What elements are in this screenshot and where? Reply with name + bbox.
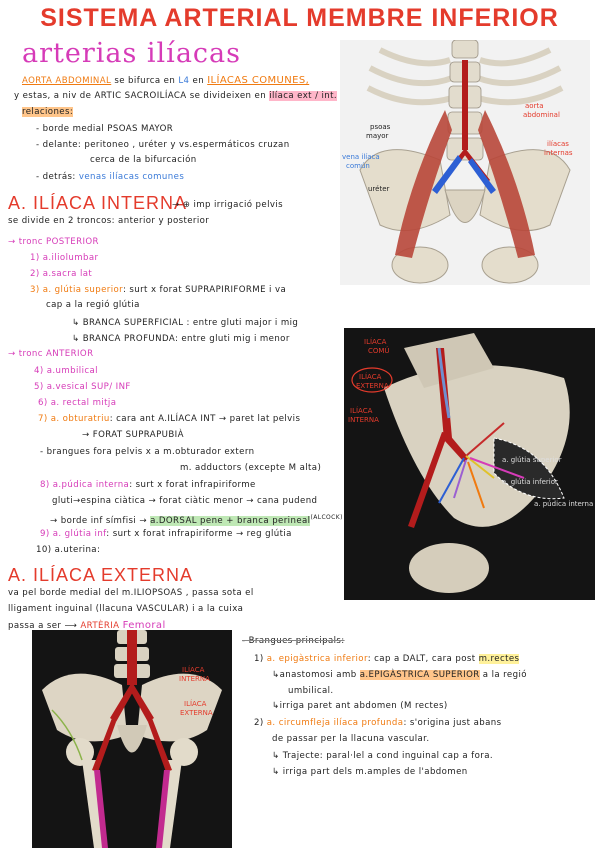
label-iliacas-1: ilíacas — [547, 140, 569, 148]
iliac-line-2: y estas, a niv de ARTIC SACROILÍACA se d… — [14, 91, 338, 101]
externa-line-1: va pel borde medial del m.ILIOPSOAS , pa… — [8, 588, 254, 598]
branch-4: 4) a.umbilical — [34, 366, 98, 376]
branch-2: 2) a.sacra lat — [30, 269, 93, 279]
branch-8d: → borde inf símfisi → a.DORSAL pene + br… — [50, 514, 343, 526]
branch-9: 9) a. glútia inf: surt x forat infrapiri… — [40, 529, 292, 539]
image-psoas-pelvis: psoas mayor aorta abdominal vena ilíaca … — [340, 40, 590, 285]
branch-7: 7) a. obturatriu: cara ant A.ILÍACA INT … — [38, 414, 301, 424]
ext-branch-2e: ↳ Trajecte: paral·lel a cond inguinal ca… — [272, 751, 493, 761]
label-int-1: ILÍACA — [350, 407, 373, 415]
label-int-2: INTERNA — [348, 416, 379, 424]
lateral-pelvis-illustration — [351, 333, 570, 593]
label-pudica: a. púdica interna — [534, 500, 594, 508]
label-int-b: INTERNA — [179, 675, 210, 683]
ext-branch-1g: ↳irriga paret ant abdomen (M rectes) — [272, 701, 448, 711]
iliac-line-1: AORTA ABDOMINAL se bifurca en L4 en ILÍA… — [22, 75, 310, 86]
label-abdominal: abdominal — [523, 111, 560, 119]
branch-7c: → FORAT SUPRAPUBIÀ — [82, 430, 184, 440]
branch-10: 10) a.uterina: — [36, 545, 101, 555]
label-ext-2: EXTERNA — [356, 382, 389, 390]
branch-8c: gluti→espina ciàtica → forat ciàtic meno… — [52, 496, 318, 506]
label-vena-2: común — [346, 162, 370, 170]
image-anterior-pelvis: ILÍACA INTERNA ILÍACA EXTERNA — [32, 630, 232, 848]
branch-3: 3) a. glútia superior: surt x forat SUPR… — [30, 285, 287, 295]
relation-2b: cerca de la bifurcación — [90, 155, 197, 165]
section-heading-iliac: arterias ilíacas — [22, 38, 241, 69]
tronc-posterior: → tronc POSTERIOR — [8, 237, 99, 247]
relation-2: - delante: peritoneo , uréter y vs.esper… — [36, 140, 290, 150]
ext-branch-2f: ↳ irriga part dels m.amples de l'abdomen — [272, 767, 468, 777]
branch-8: 8) a.púdica interna: surt x forat infrap… — [40, 480, 256, 490]
relation-1: - borde medial PSOAS MAYOR — [36, 124, 174, 134]
label-glutia-inf: a. glútia inferior — [502, 478, 558, 486]
label-ureter: uréter — [368, 185, 390, 193]
branch-7d: - brangues fora pelvis x a m.obturador e… — [40, 447, 255, 457]
externa-line-3: passa a ser ⟶ ARTÈRIA Femoral — [8, 620, 166, 631]
anterior-pelvis-illustration — [42, 630, 222, 848]
label-aorta: aorta — [525, 102, 544, 110]
relations-label: relaciones: — [22, 107, 74, 117]
pelvis-illustration — [359, 40, 571, 284]
label-glutia-sup: a. glútia superior — [502, 456, 562, 464]
label-mayor: mayor — [366, 132, 389, 140]
label-vena-1: vena ilíaca — [342, 153, 380, 161]
label-ext-1: ILÍACA — [359, 373, 382, 381]
ext-branch-2d: de passar per la llacuna vascular. — [272, 734, 430, 744]
branch-3d: ↳ BRANCA SUPERFICIAL : entre gluti major… — [72, 318, 299, 328]
label-ext-a: ILÍACA — [184, 700, 207, 708]
relation-3: - detrás: venas ilíacas comunes — [36, 172, 185, 182]
ext-branch-1f: umbilical. — [288, 686, 334, 696]
interna-line-2: se divide en 2 troncos: anterior y poste… — [8, 216, 210, 226]
branch-3e: ↳ BRANCA PROFUNDA: entre gluti mig i men… — [72, 334, 290, 344]
ext-branch-1: 1) a. epigàstrica inferior: cap a DALT, … — [254, 654, 520, 664]
externa-line-2: lligament inguinal (llacuna VASCULAR) i … — [8, 604, 244, 614]
label-psoas: psoas — [370, 123, 391, 131]
label-comu-2: COMÚ — [368, 347, 390, 355]
label-int-a: ILÍACA — [182, 666, 205, 674]
page-title: SISTEMA ARTERIAL MEMBRE INFERIOR — [40, 4, 559, 32]
interna-heading-tail: → ⊕ imp irrigació pelvis — [172, 200, 284, 210]
ext-branch-1e: ↳anastomosi amb a.EPIGÀSTRICA SUPERIOR a… — [272, 670, 527, 680]
branch-7e: m. adductors (excepte M alta) — [180, 463, 322, 473]
branch-3c: cap a la regió glútia — [46, 300, 140, 310]
ext-branch-2: 2) a. circumfleja ilíaca profunda: s'ori… — [254, 718, 502, 728]
label-iliacas-2: internas — [544, 149, 573, 157]
tronc-anterior: → tronc ANTERIOR — [8, 349, 94, 359]
label-comu-1: ILÍACA — [364, 338, 387, 346]
section-heading-externa: A. ILÍACA EXTERNA — [8, 565, 194, 585]
branch-1: 1) a.iliolumbar — [30, 253, 99, 263]
branches-heading: - Brangues principals: — [242, 636, 345, 646]
image-lateral-pelvis: ILÍACA COMÚ ILÍACA EXTERNA ILÍACA INTERN… — [344, 328, 595, 600]
branch-5: 5) a.vesical SUP/ INF — [34, 382, 131, 392]
label-ext-b: EXTERNA — [180, 709, 213, 717]
branch-6: 6) a. rectal mitja — [38, 398, 117, 408]
section-heading-interna: A. ILÍACA INTERNA — [8, 193, 188, 213]
